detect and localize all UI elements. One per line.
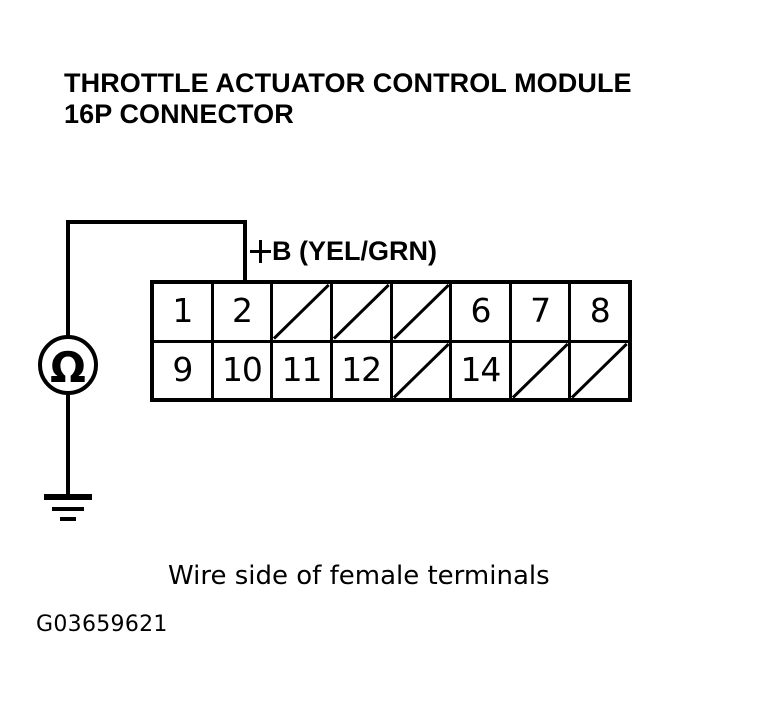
pin-cell-empty-bottom-13: [393, 342, 453, 399]
ground-symbol-icon: [44, 494, 92, 521]
empty-cell-slash-icon: [393, 284, 450, 340]
pin-cell-12[interactable]: 12: [333, 342, 393, 398]
pin-cell-8[interactable]: 8: [571, 284, 628, 340]
ohmmeter-circle: [38, 335, 98, 395]
wire-side-caption: Wire side of female terminals: [168, 561, 550, 591]
title-line-2: 16P CONNECTOR: [64, 99, 294, 129]
pin-label: 8: [589, 291, 611, 331]
pin-cell-14[interactable]: 14: [452, 342, 512, 398]
probe-point-text: B (YEL/GRN): [272, 236, 437, 266]
pin-cell-10[interactable]: 10: [214, 342, 274, 398]
pin-cell-empty-bottom-16: [571, 343, 628, 399]
pin-cell-11[interactable]: 11: [273, 342, 333, 398]
empty-cell-slash-icon: [333, 284, 390, 340]
pin-label: 14: [460, 349, 501, 389]
pin-label: 10: [221, 349, 263, 389]
pin-cell-empty-top-3: [273, 284, 333, 340]
connector-pin-grid: 1 2 6: [150, 280, 632, 402]
probe-point-label: B (YEL/GRN): [249, 236, 437, 266]
omega-icon: Ω: [50, 343, 86, 392]
pin-label: 1: [172, 291, 193, 331]
pin-label: 12: [341, 349, 382, 389]
pin-cell-9[interactable]: 9: [154, 342, 214, 398]
empty-cell-slash-icon: [512, 343, 569, 399]
pin-label: 7: [530, 291, 551, 331]
pin-cell-7[interactable]: 7: [512, 284, 572, 340]
pin-cell-1[interactable]: 1: [154, 284, 214, 340]
empty-cell-slash-icon: [273, 284, 330, 340]
empty-cell-slash-icon: [571, 343, 628, 399]
page-title: THROTTLE ACTUATOR CONTROL MODULE 16P CON…: [64, 68, 764, 130]
pin-cell-6[interactable]: 6: [452, 284, 512, 340]
pin-cell-empty-top-4: [333, 284, 393, 340]
plus-sign-icon: [249, 238, 271, 264]
pin-label: 11: [281, 349, 323, 389]
title-line-1: THROTTLE ACTUATOR CONTROL MODULE: [64, 68, 632, 98]
pin-cell-2[interactable]: 2: [214, 284, 274, 340]
empty-cell-slash-icon: [393, 343, 450, 399]
pin-label: 9: [172, 349, 193, 389]
pin-cell-empty-top-5: [393, 284, 453, 340]
pin-row-top: 1 2 6: [154, 284, 628, 343]
pin-label: 2: [231, 291, 253, 331]
pin-label: 6: [470, 291, 491, 331]
pin-cell-empty-bottom-15: [512, 342, 572, 399]
figure-id-label: G03659621: [36, 612, 168, 637]
pin-row-bottom: 9 10 11 12 14: [154, 342, 628, 399]
